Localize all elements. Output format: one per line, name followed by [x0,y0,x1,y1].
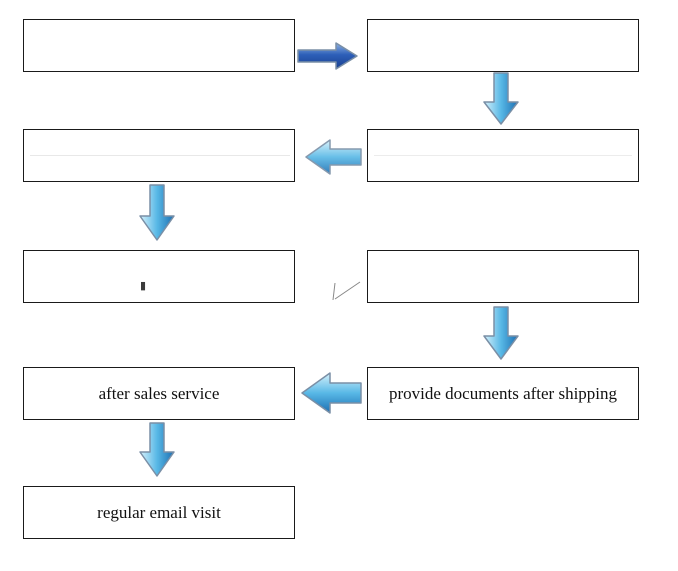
artifact-glyph: ▮ [140,280,147,292]
artifact-line [30,155,290,156]
flow-step-8: after sales service [23,367,295,420]
flow-step-2 [367,19,639,72]
arrow-down-4 [139,422,175,477]
artifact-line [374,155,632,156]
flow-step-6 [367,250,639,303]
arrow-remnant [332,281,361,301]
flow-step-1 [23,19,295,72]
arrow-left-1 [305,139,362,175]
arrow-right-1 [297,42,358,70]
arrow-down-1 [483,72,519,125]
arrow-left-2 [301,372,362,414]
flow-step-5 [23,250,295,303]
arrow-down-3 [483,306,519,360]
flow-step-9: regular email visit [23,486,295,539]
arrow-down-2 [139,184,175,241]
flow-step-7: provide documents after shipping [367,367,639,420]
